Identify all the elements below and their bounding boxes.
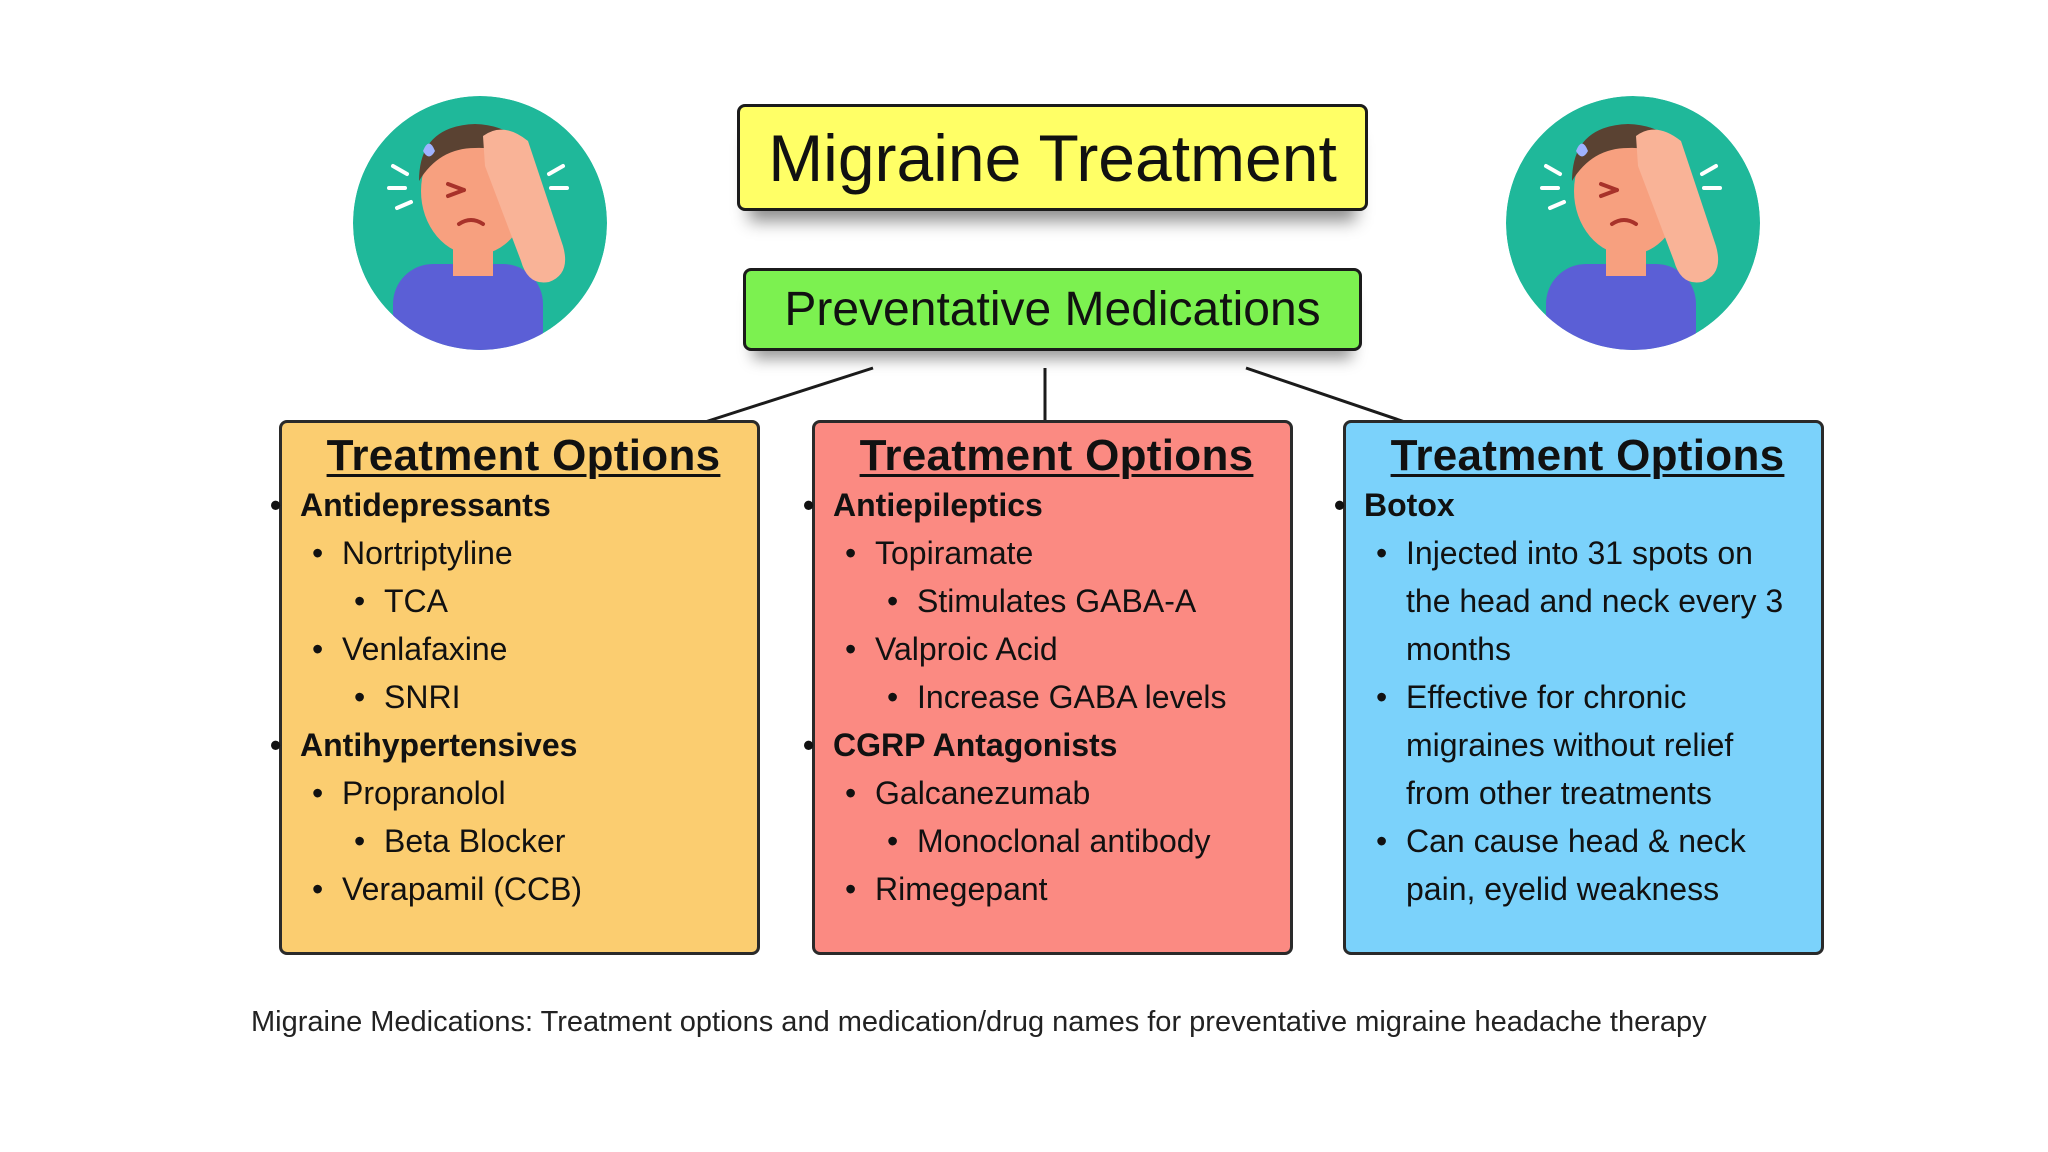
connector-right (1246, 368, 1405, 422)
connector-left (705, 368, 873, 422)
list-item: Can cause head & neck pain, eyelid weakn… (1406, 817, 1791, 913)
panel-heading: Treatment Options (1364, 431, 1811, 481)
list-item: Increase GABA levels (917, 673, 1280, 721)
botox-detail: Injected into 31 spots on the head and n… (1406, 535, 1783, 667)
drug-label: Valproic Acid (875, 631, 1058, 667)
diagram-title-box: Migraine Treatment (737, 104, 1368, 211)
headache-person-icon-right (1506, 96, 1760, 350)
list-item: Botox Injected into 31 spots on the head… (1364, 481, 1811, 913)
list-item: Antiepileptics Topiramate Stimulates GAB… (833, 481, 1280, 721)
group-label: CGRP Antagonists (833, 727, 1117, 763)
diagram-subtitle: Preventative Medications (784, 282, 1320, 337)
list-item: SNRI (384, 673, 747, 721)
list-item: Beta Blocker (384, 817, 747, 865)
list-item: Venlafaxine SNRI (342, 625, 747, 721)
list-item: CGRP Antagonists Galcanezumab Monoclonal… (833, 721, 1280, 913)
diagram-title: Migraine Treatment (768, 120, 1337, 196)
list-item: Galcanezumab Monoclonal antibody (875, 769, 1280, 865)
drug-class-label: Beta Blocker (384, 823, 565, 859)
group-label: Antidepressants (300, 487, 551, 523)
list-item: Propranolol Beta Blocker (342, 769, 747, 865)
list-item: TCA (384, 577, 747, 625)
group-label: Antihypertensives (300, 727, 577, 763)
drug-label: Galcanezumab (875, 775, 1090, 811)
panel-heading: Treatment Options (833, 431, 1280, 481)
panel-antiepileptics: Treatment Options Antiepileptics Topiram… (812, 420, 1293, 955)
drug-class-label: SNRI (384, 679, 460, 715)
list-item: Injected into 31 spots on the head and n… (1406, 529, 1791, 673)
option-list: Antiepileptics Topiramate Stimulates GAB… (833, 481, 1280, 913)
list-item: Topiramate Stimulates GABA-A (875, 529, 1280, 625)
botox-detail: Effective for chronic migraines without … (1406, 679, 1733, 811)
list-item: Effective for chronic migraines without … (1406, 673, 1791, 817)
drug-label: Rimegepant (875, 871, 1048, 907)
mechanism-label: Stimulates GABA-A (917, 583, 1196, 619)
drug-label: Nortriptyline (342, 535, 513, 571)
panel-heading: Treatment Options (300, 431, 747, 481)
drug-label: Venlafaxine (342, 631, 507, 667)
headache-person-icon-left (353, 96, 607, 350)
panel-antidepressants: Treatment Options Antidepressants Nortri… (279, 420, 760, 955)
figure-caption: Migraine Medications: Treatment options … (251, 1006, 1707, 1039)
list-item: Nortriptyline TCA (342, 529, 747, 625)
list-item: Rimegepant (875, 865, 1280, 913)
option-list: Botox Injected into 31 spots on the head… (1364, 481, 1811, 913)
group-label: Botox (1364, 487, 1455, 523)
drug-label: Propranolol (342, 775, 506, 811)
option-list: Antidepressants Nortriptyline TCA Venlaf… (300, 481, 747, 913)
group-label: Antiepileptics (833, 487, 1043, 523)
list-item: Verapamil (CCB) (342, 865, 747, 913)
subtitle-box: Preventative Medications (743, 268, 1362, 351)
drug-label: Verapamil (CCB) (342, 871, 582, 907)
list-item: Monoclonal antibody (917, 817, 1280, 865)
list-item: Stimulates GABA-A (917, 577, 1280, 625)
list-item: Antihypertensives Propranolol Beta Block… (300, 721, 747, 913)
botox-detail: Can cause head & neck pain, eyelid weakn… (1406, 823, 1746, 907)
list-item: Antidepressants Nortriptyline TCA Venlaf… (300, 481, 747, 721)
panel-botox: Treatment Options Botox Injected into 31… (1343, 420, 1824, 955)
list-item: Valproic Acid Increase GABA levels (875, 625, 1280, 721)
drug-class-label: TCA (384, 583, 448, 619)
mechanism-label: Monoclonal antibody (917, 823, 1211, 859)
mechanism-label: Increase GABA levels (917, 679, 1226, 715)
drug-label: Topiramate (875, 535, 1033, 571)
